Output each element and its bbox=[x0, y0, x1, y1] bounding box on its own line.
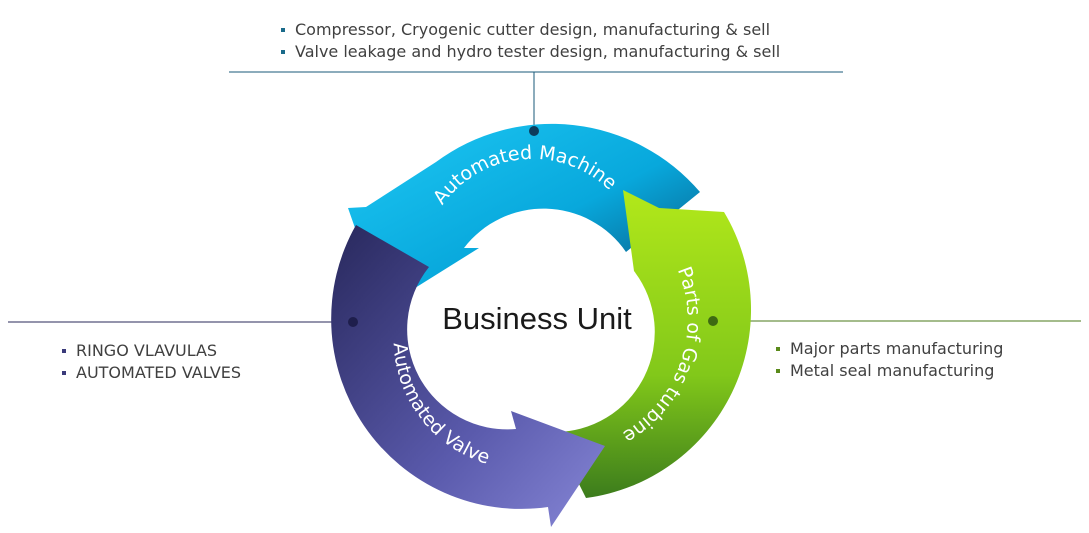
automated-valve-details: RINGO VLAVULAS AUTOMATED VALVES bbox=[62, 340, 241, 384]
automated-machine-details: Compressor, Cryogenic cutter design, man… bbox=[281, 19, 780, 63]
list-item-text: Metal seal manufacturing bbox=[790, 361, 995, 380]
list-item: Metal seal manufacturing bbox=[776, 360, 1003, 382]
bullet-icon bbox=[776, 369, 780, 373]
list-item: Compressor, Cryogenic cutter design, man… bbox=[281, 19, 780, 41]
bullet-icon bbox=[62, 349, 66, 353]
bullet-icon bbox=[281, 50, 285, 54]
bullet-icon bbox=[776, 347, 780, 351]
list-item: RINGO VLAVULAS bbox=[62, 340, 241, 362]
top-connector-dot bbox=[529, 126, 539, 136]
list-item-text: Valve leakage and hydro tester design, m… bbox=[295, 42, 781, 61]
left-connector-dot bbox=[348, 317, 358, 327]
parts-of-gas-turbine-arrow bbox=[553, 190, 752, 498]
list-item-text: AUTOMATED VALVES bbox=[76, 363, 242, 382]
automated-machine-arrow bbox=[348, 123, 700, 308]
list-item-text: RINGO VLAVULAS bbox=[76, 341, 218, 360]
center-title: Business Unit bbox=[442, 301, 632, 336]
list-item: Valve leakage and hydro tester design, m… bbox=[281, 41, 780, 63]
bullet-icon bbox=[62, 371, 66, 375]
bullet-icon bbox=[281, 28, 285, 32]
parts-of-gas-turbine-details: Major parts manufacturing Metal seal man… bbox=[776, 338, 1003, 382]
list-item: Major parts manufacturing bbox=[776, 338, 1003, 360]
right-connector-dot bbox=[708, 316, 718, 326]
automated-valve-arrow bbox=[331, 225, 605, 527]
list-item-text: Major parts manufacturing bbox=[790, 339, 1004, 358]
list-item-text: Compressor, Cryogenic cutter design, man… bbox=[295, 20, 771, 39]
list-item: AUTOMATED VALVES bbox=[62, 362, 241, 384]
